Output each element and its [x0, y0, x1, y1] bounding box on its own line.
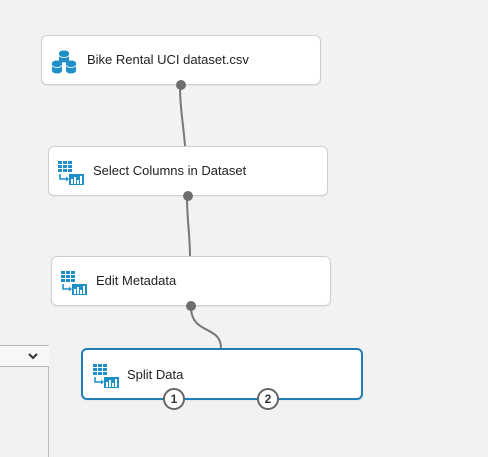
connector-3	[190, 306, 222, 349]
side-panel	[0, 345, 49, 457]
module-edit-metadata[interactable]: Edit Metadata	[51, 256, 331, 311]
output-port-1[interactable]: 1	[163, 388, 185, 410]
module-label: Edit Metadata	[96, 273, 177, 288]
module-label: Split Data	[127, 367, 184, 382]
output-port[interactable]	[183, 191, 193, 201]
module-label: Select Columns in Dataset	[93, 163, 247, 178]
module-select-columns[interactable]: Select Columns in Dataset	[48, 146, 328, 201]
output-port[interactable]	[186, 301, 196, 311]
connector-1	[179, 85, 186, 147]
transform-icon	[93, 364, 119, 388]
module-label: Bike Rental UCI dataset.csv	[87, 52, 249, 67]
output-port-2[interactable]: 2	[257, 388, 279, 410]
transform-icon	[58, 161, 84, 185]
connector-2	[186, 196, 191, 257]
module-split-data[interactable]: Split Data 1 2	[81, 348, 363, 410]
dataset-icon	[51, 50, 77, 74]
side-panel-header[interactable]	[0, 345, 49, 367]
module-bike-rental-dataset[interactable]: Bike Rental UCI dataset.csv	[41, 35, 321, 90]
transform-icon	[61, 271, 87, 295]
output-port[interactable]	[176, 80, 186, 90]
chevron-down-icon[interactable]	[27, 350, 39, 362]
